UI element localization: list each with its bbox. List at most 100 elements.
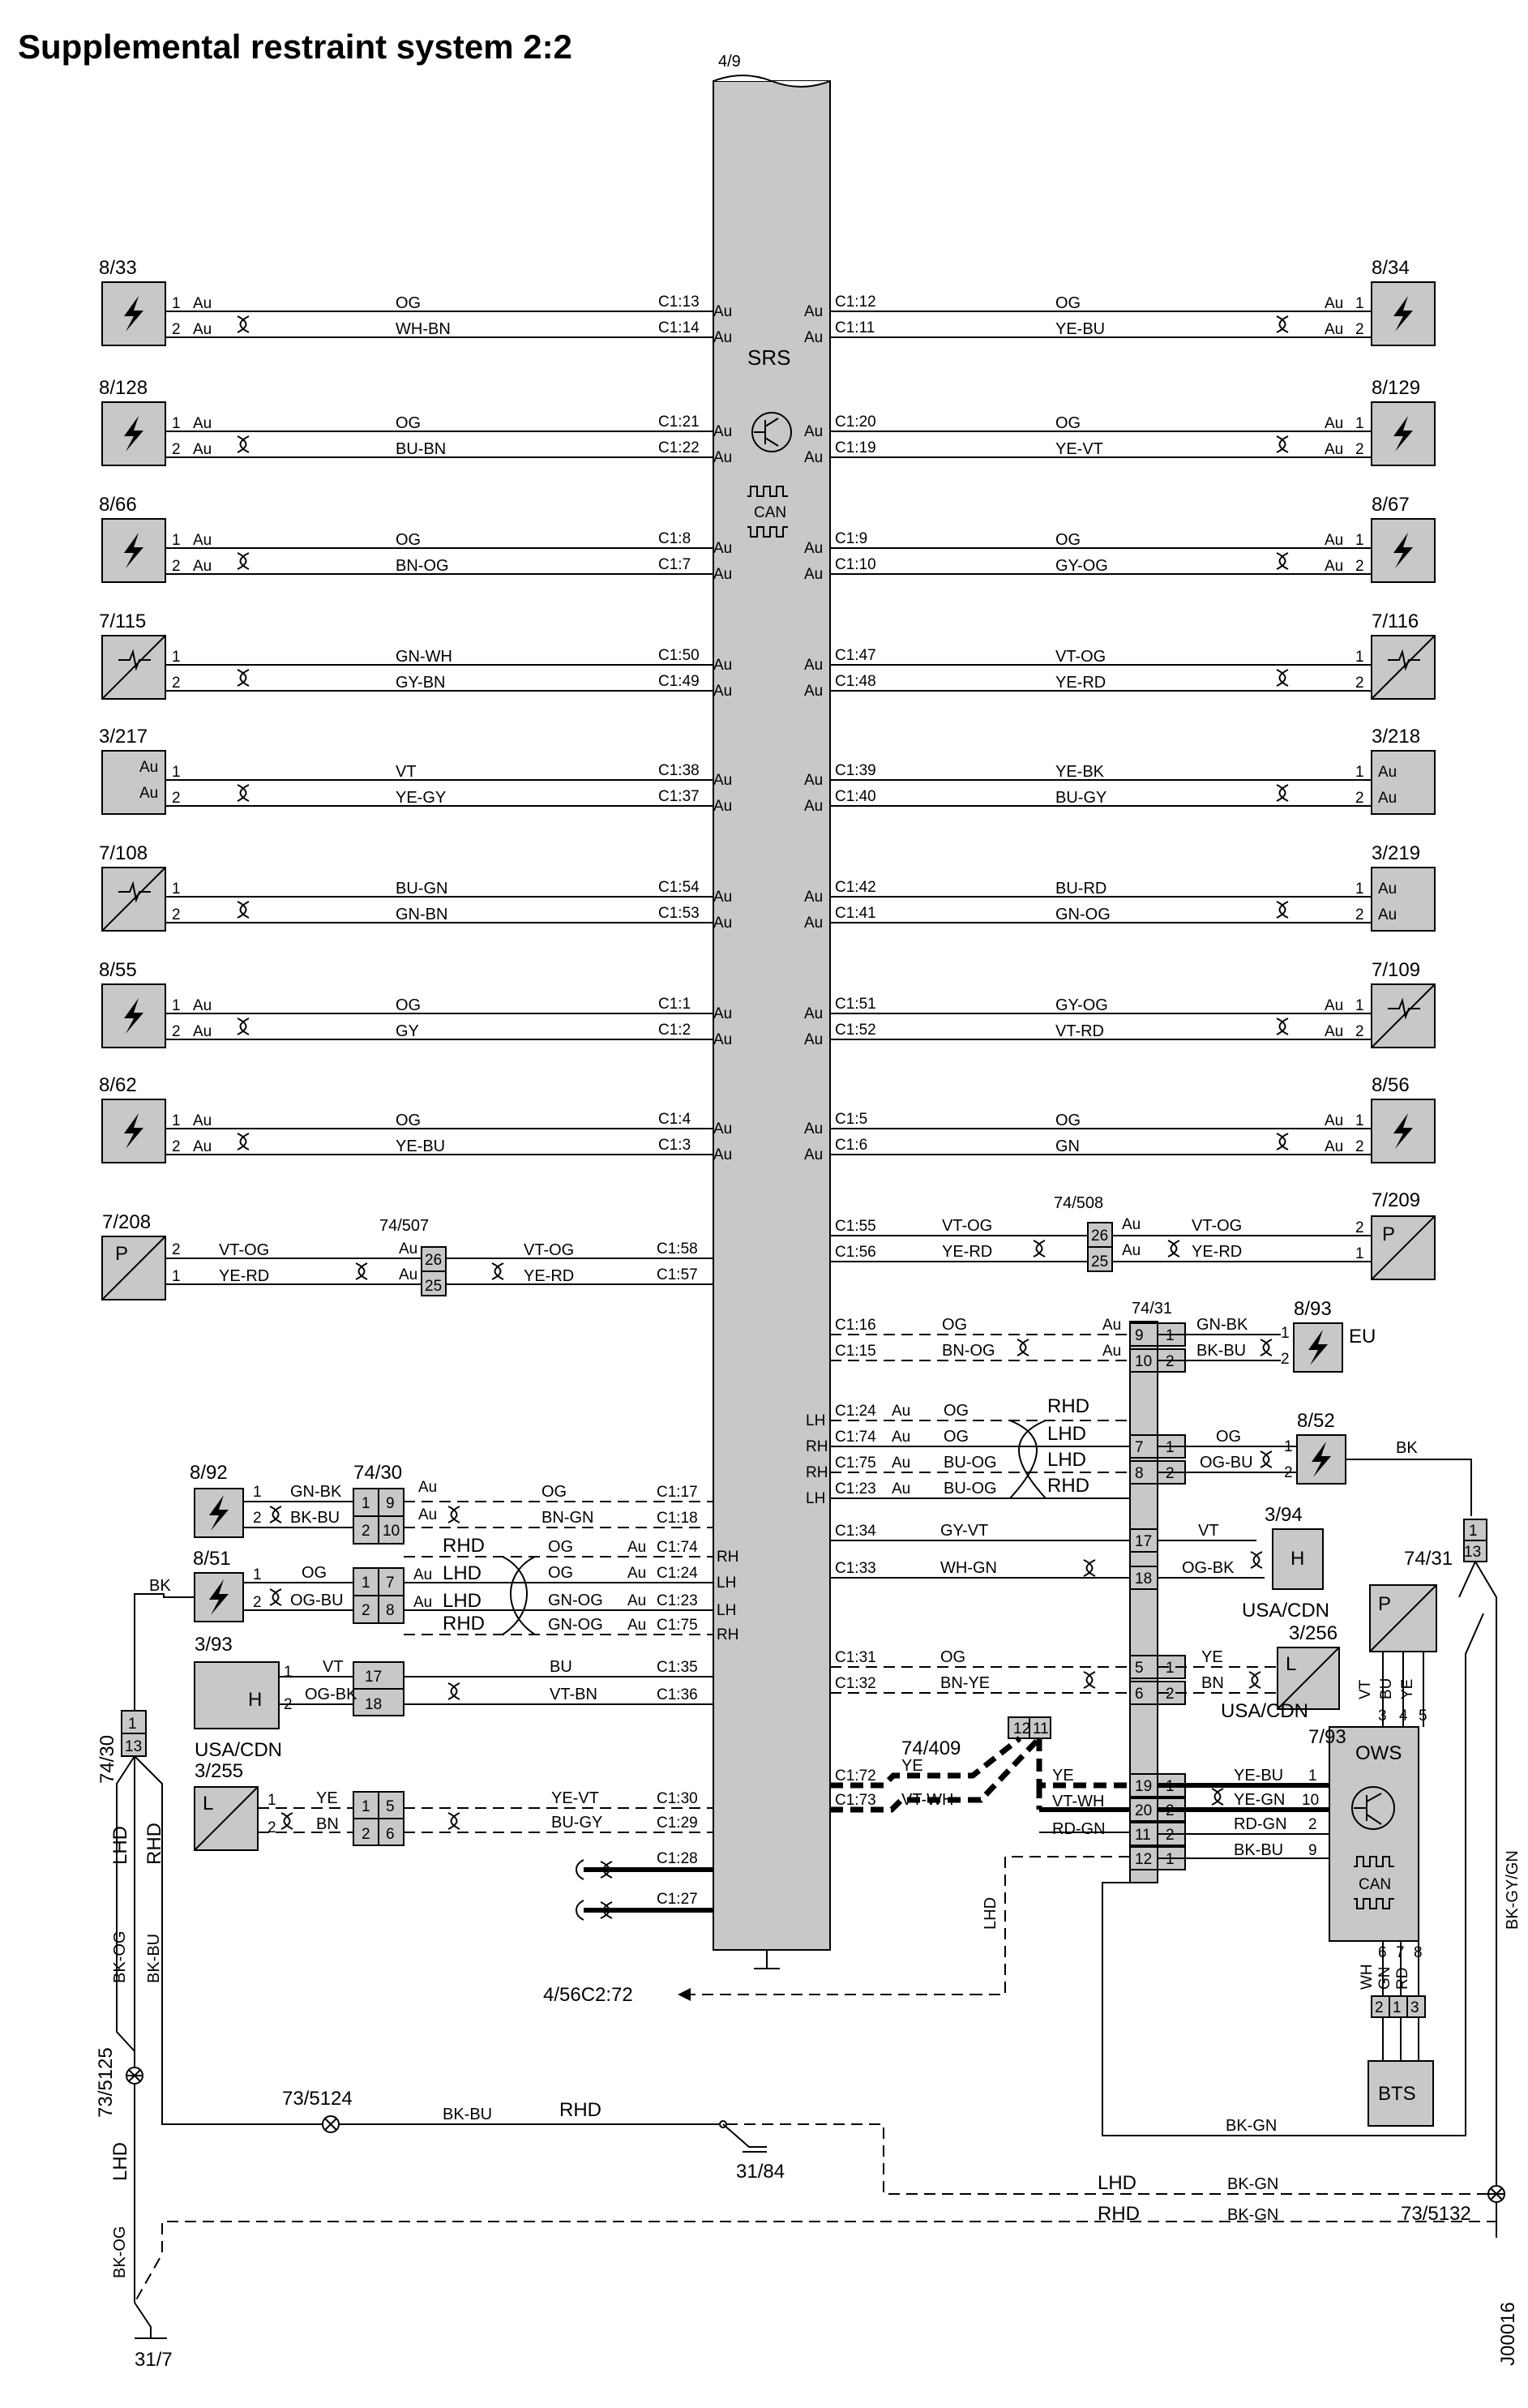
svg-text:C1:16: C1:16 (835, 1317, 876, 1334)
svg-text:C1:9: C1:9 (835, 530, 867, 547)
component-row: 7/10812BU-GNGN-BNC1:54C1:533/219C1:42C1:… (99, 842, 1436, 932)
svg-text:31/84: 31/84 (736, 2161, 785, 2183)
svg-text:GN-OG: GN-OG (548, 1592, 603, 1609)
svg-text:OG: OG (396, 996, 421, 1014)
svg-text:RHD: RHD (143, 1823, 165, 1865)
svg-text:GY-OG: GY-OG (1055, 996, 1108, 1014)
svg-text:Au: Au (1378, 881, 1397, 898)
svg-text:GN: GN (1376, 1967, 1393, 1990)
svg-text:RH: RH (717, 1626, 738, 1643)
svg-text:LHD: LHD (109, 1826, 131, 1865)
svg-text:1: 1 (1355, 415, 1364, 432)
svg-text:C1:5: C1:5 (835, 1111, 867, 1128)
component-ref: 3/219 (1372, 842, 1420, 864)
svg-text:2: 2 (362, 1826, 370, 1843)
svg-text:Au: Au (892, 1455, 910, 1472)
svg-text:74/30: 74/30 (353, 1462, 402, 1484)
component-ref: 3/217 (99, 726, 148, 748)
svg-text:18: 18 (1135, 1570, 1152, 1587)
svg-text:26: 26 (1091, 1228, 1108, 1245)
svg-text:3/255: 3/255 (195, 1760, 243, 1782)
svg-text:C1:75: C1:75 (835, 1455, 876, 1472)
upper-rows: 8/3312AuAuOGWH-BNC1:13C1:148/34C1:12C1:1… (99, 257, 1436, 1163)
svg-text:C1:23: C1:23 (835, 1480, 876, 1498)
component-row: 8/3312AuAuOGWH-BNC1:13C1:148/34C1:12C1:1… (99, 257, 1436, 346)
svg-text:2: 2 (1166, 1686, 1175, 1703)
svg-text:C1:3: C1:3 (658, 1137, 691, 1154)
svg-text:1: 1 (1469, 1523, 1478, 1540)
component-ref: 8/62 (99, 1074, 137, 1096)
svg-text:YE-BK: YE-BK (1055, 763, 1105, 781)
component-ref: 7/109 (1372, 959, 1420, 981)
svg-text:CAN: CAN (1359, 1876, 1391, 1893)
svg-text:Au: Au (713, 1146, 732, 1163)
svg-text:2: 2 (362, 1602, 370, 1619)
svg-text:Au: Au (713, 657, 732, 674)
svg-text:C1:41: C1:41 (835, 905, 876, 922)
svg-text:VT: VT (396, 763, 417, 781)
svg-text:LHD: LHD (982, 1897, 999, 1930)
svg-text:18: 18 (365, 1696, 382, 1713)
left-component (101, 401, 166, 466)
svg-text:C1:72: C1:72 (835, 1767, 876, 1785)
svg-text:YE-RD: YE-RD (219, 1267, 269, 1285)
svg-text:OG: OG (396, 294, 421, 312)
svg-text:2: 2 (172, 790, 181, 807)
svg-text:USA/CDN: USA/CDN (195, 1739, 282, 1761)
can-icon: CAN (747, 486, 788, 538)
svg-text:Au: Au (1102, 1317, 1121, 1334)
left-lower-section: 74/30 1 2 9 10 8/92 1 2 GN-BK BK-BU Au A… (134, 1462, 738, 2123)
svg-text:Au: Au (1325, 558, 1343, 575)
svg-text:OG: OG (396, 414, 421, 432)
svg-text:GN-BN: GN-BN (396, 906, 447, 923)
svg-text:BK-BU: BK-BU (290, 1509, 340, 1527)
svg-text:RH: RH (717, 1549, 738, 1566)
svg-text:Au: Au (1325, 441, 1343, 458)
svg-text:OG: OG (1055, 1112, 1081, 1129)
svg-text:Au: Au (804, 1146, 823, 1163)
svg-text:C1:21: C1:21 (658, 413, 700, 431)
svg-text:VT: VT (1198, 1522, 1219, 1540)
svg-text:BU-RD: BU-RD (1055, 880, 1106, 898)
svg-text:Au: Au (713, 1005, 732, 1022)
component-ref: 3/218 (1372, 726, 1420, 748)
component-ref: 7/108 (99, 842, 148, 864)
component-row: 8/5512AuAuOGGYC1:1C1:27/109C1:51C1:52GY-… (99, 959, 1436, 1048)
svg-text:VT: VT (323, 1658, 344, 1676)
svg-text:C1:73: C1:73 (835, 1792, 876, 1809)
svg-text:BU-OG: BU-OG (944, 1480, 997, 1498)
svg-text:WH: WH (1359, 1964, 1376, 1990)
svg-text:3: 3 (1378, 1707, 1387, 1725)
svg-text:Au: Au (1378, 764, 1397, 781)
svg-text:C1:28: C1:28 (657, 1850, 698, 1867)
svg-text:11: 11 (1033, 1720, 1049, 1737)
svg-text:74/507: 74/507 (379, 1217, 429, 1235)
svg-text:74/31: 74/31 (1404, 1548, 1453, 1570)
svg-text:Au: Au (892, 1480, 910, 1498)
svg-text:RHD: RHD (443, 1613, 485, 1635)
svg-text:Au: Au (193, 558, 212, 575)
svg-text:VT-WH: VT-WH (901, 1791, 953, 1809)
svg-text:C1:15: C1:15 (835, 1343, 876, 1360)
svg-text:3/93: 3/93 (195, 1634, 233, 1656)
svg-text:OG: OG (944, 1402, 969, 1420)
svg-text:Au: Au (1122, 1216, 1141, 1233)
svg-text:BK: BK (1396, 1439, 1418, 1457)
svg-text:1: 1 (1284, 1438, 1293, 1455)
svg-text:BN-OG: BN-OG (396, 557, 449, 575)
svg-text:74/409: 74/409 (901, 1737, 961, 1759)
svg-text:OG: OG (548, 1564, 573, 1582)
svg-text:OG: OG (1216, 1428, 1241, 1446)
svg-text:1: 1 (172, 997, 181, 1014)
svg-text:2: 2 (1355, 1219, 1364, 1236)
pressure-row: P 7/208 2 1 VT-OG YE-RD 74/507 26 25 Au … (101, 1189, 1436, 1300)
svg-text:Au: Au (1325, 1138, 1343, 1155)
svg-text:OG: OG (1055, 414, 1081, 432)
svg-text:10: 10 (1135, 1353, 1152, 1370)
svg-text:7: 7 (386, 1575, 395, 1592)
svg-text:8/51: 8/51 (193, 1548, 231, 1570)
svg-text:OG: OG (396, 531, 421, 549)
svg-text:74/508: 74/508 (1054, 1194, 1103, 1212)
svg-text:2: 2 (172, 675, 181, 692)
